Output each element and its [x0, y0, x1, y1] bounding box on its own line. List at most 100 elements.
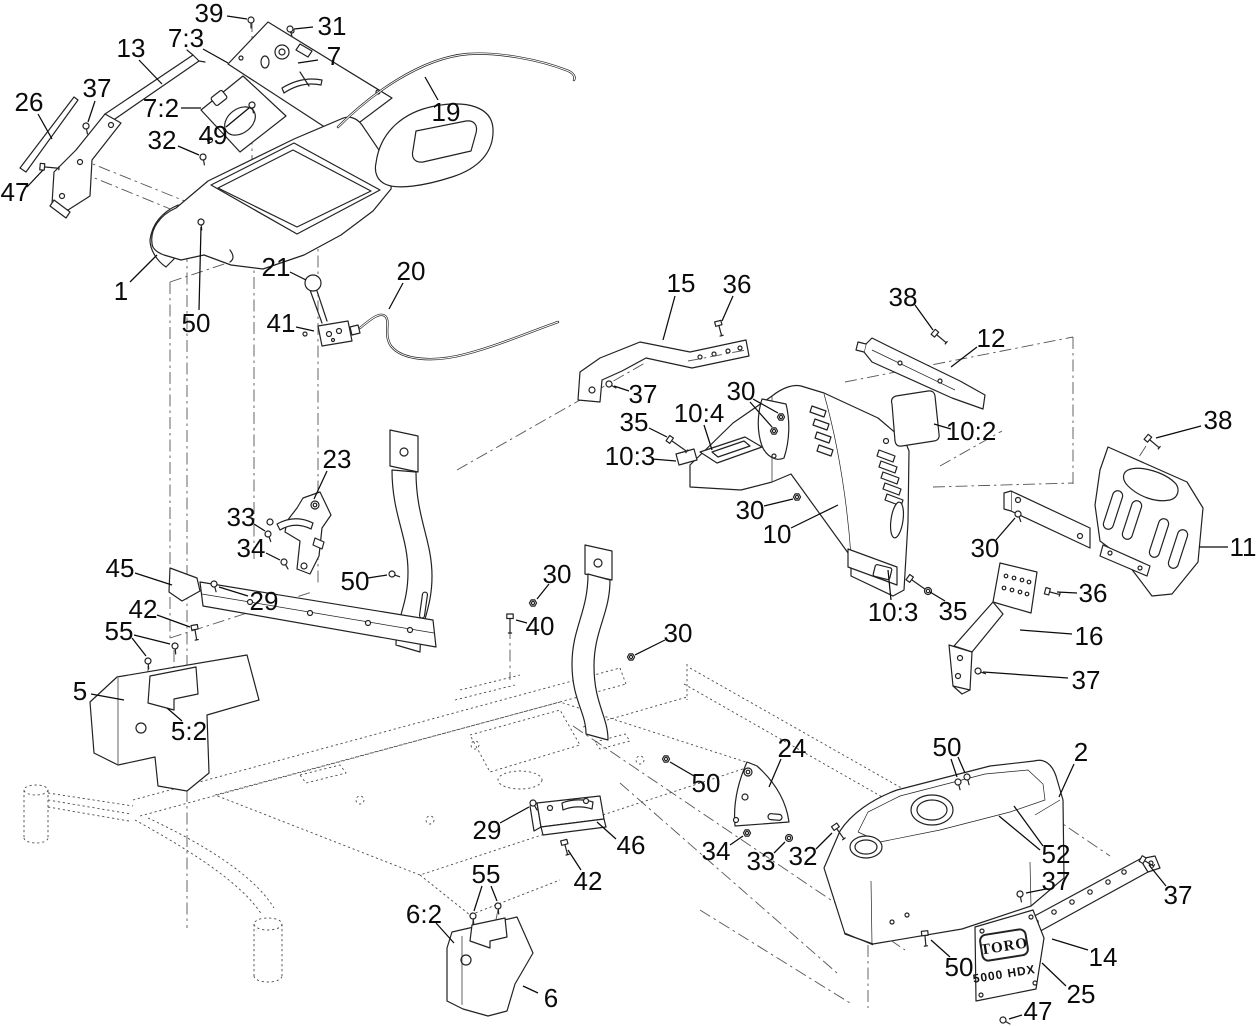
leader-line [424, 76, 439, 101]
leader-line [253, 523, 266, 532]
callout-50: 50 [692, 768, 721, 798]
leader-line [721, 295, 734, 322]
callout-20: 20 [397, 256, 426, 286]
callout-38: 38 [1204, 405, 1233, 435]
leader-line [133, 634, 171, 645]
leader-line [295, 326, 315, 332]
leader-line [752, 398, 779, 414]
nut-icon [661, 755, 671, 763]
callout-13: 13 [117, 33, 146, 63]
leader-line [297, 59, 319, 64]
callout-30: 30 [736, 495, 765, 525]
leader-line [1058, 763, 1075, 798]
callout-37: 37 [83, 73, 112, 103]
leader-line [982, 671, 1069, 679]
leader-line [515, 619, 528, 624]
leader-line [950, 346, 978, 368]
leader-line [729, 835, 744, 846]
screw-icon [286, 25, 294, 38]
callout-31: 31 [318, 11, 347, 41]
leader-line [773, 841, 786, 854]
leader-line [198, 226, 202, 311]
leader-line [289, 271, 307, 281]
callout-30: 30 [664, 618, 693, 648]
leader-line [166, 707, 183, 722]
console-assembly [149, 103, 494, 270]
leader-line [613, 385, 630, 392]
leader-line [1155, 425, 1202, 439]
leader-line [293, 26, 314, 30]
leader-line [933, 423, 952, 430]
bolt-icon [39, 162, 60, 171]
leader-line [90, 693, 125, 701]
fuel-tank-2 [823, 759, 1065, 946]
callout-50: 50 [933, 732, 962, 762]
callout-7:2: 7:2 [143, 93, 179, 123]
callout-36: 36 [723, 269, 752, 299]
leader-line [490, 885, 498, 902]
callout-34: 34 [237, 533, 266, 563]
bolt-icon [1043, 587, 1061, 597]
access-plate-10-2 [890, 390, 940, 447]
leader-line [1013, 805, 1044, 847]
leader-line [131, 637, 147, 657]
leader-line [536, 583, 550, 600]
callout-10:3: 10:3 [605, 441, 656, 471]
callout-41: 41 [267, 308, 296, 338]
washer-icon [923, 586, 933, 596]
callout-12: 12 [977, 323, 1006, 353]
leader-line [129, 254, 158, 283]
screw-icon [999, 1016, 1011, 1025]
callout-10:3: 10:3 [868, 597, 919, 627]
callout-7: 7 [327, 41, 341, 71]
leader-line [218, 586, 249, 597]
leader-line [950, 758, 958, 778]
control-panel-7 [227, 21, 393, 138]
shield-cover-5 [89, 654, 260, 792]
leader-line [634, 639, 666, 656]
callout-1: 1 [114, 276, 128, 306]
leader-line [138, 59, 163, 85]
callout-46: 46 [617, 830, 646, 860]
callout-16: 16 [1075, 621, 1104, 651]
bolt-icon [1143, 433, 1161, 450]
leader-line [202, 48, 229, 64]
leader-line [1019, 629, 1073, 635]
screw-icon [247, 16, 255, 29]
screw-icon [469, 912, 477, 925]
screw-icon [494, 902, 502, 915]
leader-line [887, 569, 892, 601]
decal-brand-text: TORO [979, 935, 1029, 958]
leader-line [367, 574, 388, 579]
skid-plate-11 [1003, 446, 1204, 597]
chassis-frame-ghost [23, 664, 906, 983]
nut-icon [626, 653, 636, 661]
leader-line [1008, 1014, 1023, 1020]
screw-icon [82, 122, 90, 135]
leader-line [156, 614, 191, 628]
leader-line [662, 295, 676, 341]
callout-32: 32 [789, 841, 818, 871]
leader-line [26, 169, 44, 188]
leader-line [1056, 591, 1078, 594]
decal-plate-25: TORO 5000 HDX [972, 909, 1045, 1002]
bracket-46 [529, 795, 607, 836]
leader-line [1041, 962, 1067, 987]
screw-icon [974, 667, 987, 675]
callout-35: 35 [620, 407, 649, 437]
screw-icon [171, 642, 179, 655]
leader-line [957, 756, 966, 774]
leader-line [1148, 864, 1167, 887]
bracket-45 [168, 567, 437, 648]
gusset-bracket-24 [732, 761, 790, 827]
callout-21: 21 [262, 252, 291, 282]
screw-icon [605, 380, 617, 389]
leader-line [265, 552, 281, 561]
callout-29: 29 [473, 815, 502, 845]
callout-14: 14 [1089, 942, 1118, 972]
bracket-16 [948, 562, 1038, 695]
callout-47: 47 [1, 177, 30, 207]
screw-icon [199, 153, 207, 166]
